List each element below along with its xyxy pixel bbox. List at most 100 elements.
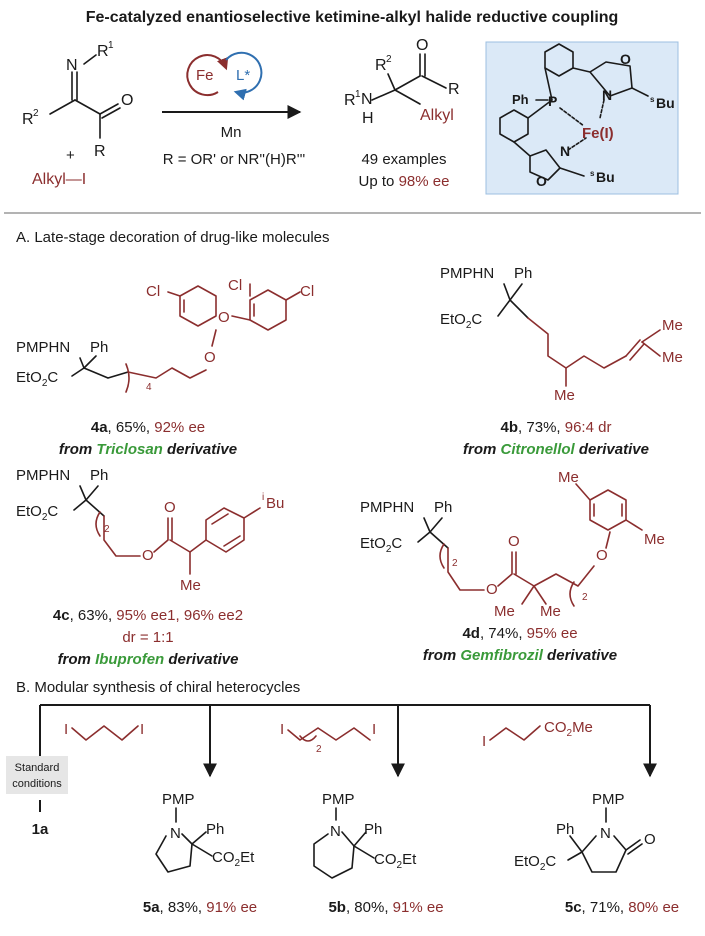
svg-text:Me: Me	[540, 603, 561, 620]
svg-text:H: H	[362, 110, 374, 127]
svg-text:O: O	[416, 37, 428, 54]
svg-text:2: 2	[582, 592, 588, 603]
svg-text:s: s	[590, 169, 595, 178]
svg-text:O: O	[121, 92, 133, 109]
compound-4b: PMPHN Ph EtO2C Me Me Me 4b, 73%, 96:4 dr…	[440, 265, 683, 458]
svg-text:O: O	[204, 349, 216, 366]
svg-text:PMP: PMP	[592, 791, 625, 808]
svg-text:I: I	[280, 721, 284, 738]
svg-text:Bu: Bu	[596, 169, 615, 185]
compound-4c: PMPHN Ph EtO2C 2 O O Me i Bu 4c, 63%, 95…	[16, 467, 284, 668]
svg-text:Bu: Bu	[266, 495, 284, 512]
svg-text:Ph: Ph	[90, 339, 108, 356]
svg-text:Ph: Ph	[364, 821, 382, 838]
svg-text:O: O	[142, 547, 154, 564]
svg-text:4b, 73%, 96:4 dr: 4b, 73%, 96:4 dr	[501, 419, 612, 436]
figure-title: Fe-catalyzed enantioselective ketimine-a…	[86, 9, 619, 26]
svg-text:5c, 71%, 80% ee: 5c, 71%, 80% ee	[565, 899, 679, 916]
svg-text:Fe(I): Fe(I)	[582, 125, 614, 142]
svg-text:O: O	[508, 533, 520, 550]
svg-text:Me: Me	[180, 577, 201, 594]
svg-text:PMPHN: PMPHN	[360, 499, 414, 516]
reaction-scheme: N R 1 R 2 O R + Alkyl—I Fe L* Mn R = OR'…	[22, 37, 679, 195]
svg-text:N: N	[170, 825, 181, 842]
svg-text:Ph: Ph	[434, 499, 452, 516]
svg-text:5b, 80%, 91% ee: 5b, 80%, 91% ee	[328, 899, 443, 916]
svg-text:4: 4	[146, 382, 152, 393]
svg-text:O: O	[644, 831, 656, 848]
svg-text:L*: L*	[236, 67, 250, 84]
svg-text:Ph: Ph	[556, 821, 574, 838]
svg-text:CO2Et: CO2Et	[212, 849, 255, 869]
svg-text:EtO2C: EtO2C	[16, 503, 58, 523]
svg-text:O: O	[486, 581, 498, 598]
svg-text:N: N	[330, 823, 341, 840]
ketimine-structure: N R 1 R 2 O R + Alkyl—I	[22, 40, 133, 188]
compound-5c: PMP N O Ph EtO2C 5c, 71%, 80% ee	[514, 791, 679, 916]
svg-text:O: O	[596, 547, 608, 564]
svg-text:Bu: Bu	[656, 95, 675, 111]
svg-text:N: N	[560, 143, 570, 159]
svg-text:EtO2C: EtO2C	[440, 311, 482, 331]
svg-text:N: N	[602, 87, 612, 103]
svg-text:R: R	[448, 81, 460, 98]
svg-text:Ph: Ph	[206, 821, 224, 838]
svg-text:Me: Me	[554, 387, 575, 404]
svg-text:dr = 1:1: dr = 1:1	[122, 629, 173, 646]
svg-text:2: 2	[452, 558, 458, 569]
svg-text:Cl: Cl	[146, 283, 160, 300]
svg-text:2: 2	[316, 744, 322, 755]
svg-text:R: R	[375, 57, 387, 74]
svg-text:I: I	[64, 721, 68, 738]
svg-text:2: 2	[104, 524, 110, 535]
section-a-heading: A. Late-stage decoration of drug-like mo…	[16, 229, 330, 246]
svg-text:Me: Me	[662, 349, 683, 366]
svg-text:R: R	[97, 43, 109, 60]
svg-text:R: R	[22, 111, 34, 128]
svg-text:4a, 65%, 92% ee: 4a, 65%, 92% ee	[91, 419, 205, 436]
svg-text:Ph: Ph	[512, 92, 529, 107]
svg-text:from Gemfibrozil derivative: from Gemfibrozil derivative	[423, 647, 617, 664]
svg-text:PMP: PMP	[162, 791, 195, 808]
reagent-diiodobutane: I 2 I	[280, 721, 376, 755]
svg-text:2: 2	[386, 54, 392, 65]
svg-text:5a, 83%, 91% ee: 5a, 83%, 91% ee	[143, 899, 257, 916]
svg-text:CO2Me: CO2Me	[544, 719, 593, 739]
svg-text:+: +	[66, 147, 75, 164]
svg-text:O: O	[164, 499, 176, 516]
svg-text:EtO2C: EtO2C	[16, 369, 58, 389]
svg-text:from Ibuprofen derivative: from Ibuprofen derivative	[58, 651, 239, 668]
svg-text:Me: Me	[494, 603, 515, 620]
svg-text:N: N	[66, 57, 78, 74]
compound-5b: PMP N Ph CO2Et 5b, 80%, 91% ee	[313, 791, 444, 916]
svg-text:4c, 63%, 95% ee1, 96% ee2: 4c, 63%, 95% ee1, 96% ee2	[53, 607, 243, 624]
svg-text:P: P	[548, 93, 557, 109]
catalytic-cycle-icon: Fe L*	[186, 51, 263, 101]
svg-text:Alkyl: Alkyl	[420, 107, 454, 124]
svg-text:PMPHN: PMPHN	[440, 265, 494, 282]
compound-4a: PMPHN Ph EtO2C 4 O Cl O Cl Cl 4a, 65%, 9…	[16, 277, 314, 458]
starting-material-1a: 1a	[32, 821, 49, 838]
svg-text:I: I	[482, 733, 486, 750]
svg-text:1: 1	[108, 40, 114, 51]
reagent-iodopropanoate: I CO2Me	[482, 719, 593, 750]
svg-text:R: R	[94, 143, 106, 160]
svg-text:EtO2C: EtO2C	[360, 535, 402, 555]
standard-conditions-box	[6, 756, 68, 794]
product-structure: R 1 N H R 2 O R Alkyl	[344, 37, 460, 127]
standard-conditions-line2: conditions	[12, 778, 62, 790]
svg-text:EtO2C: EtO2C	[514, 853, 556, 873]
svg-text:from Triclosan derivative: from Triclosan derivative	[59, 441, 237, 458]
svg-text:Fe: Fe	[196, 67, 214, 84]
svg-text:from Citronellol derivative: from Citronellol derivative	[463, 441, 649, 458]
svg-text:R: R	[344, 92, 356, 109]
svg-text:s: s	[650, 95, 655, 104]
svg-text:PMPHN: PMPHN	[16, 467, 70, 484]
svg-text:PMP: PMP	[322, 791, 355, 808]
svg-text:4d, 74%, 95% ee: 4d, 74%, 95% ee	[462, 625, 577, 642]
svg-text:N: N	[600, 825, 611, 842]
standard-conditions-line1: Standard	[15, 762, 60, 774]
svg-text:CO2Et: CO2Et	[374, 851, 417, 871]
section-b-heading: B. Modular synthesis of chiral heterocyc…	[16, 679, 300, 696]
